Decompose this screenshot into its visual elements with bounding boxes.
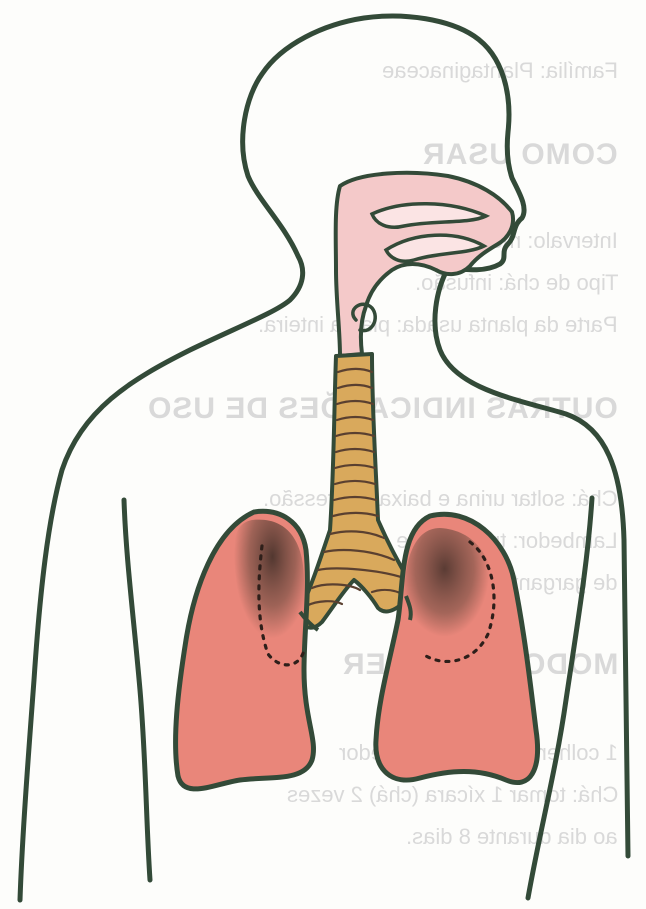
right-arm-line xyxy=(528,498,592,898)
nasal-airway xyxy=(336,173,513,356)
left-arm-line xyxy=(124,500,150,880)
